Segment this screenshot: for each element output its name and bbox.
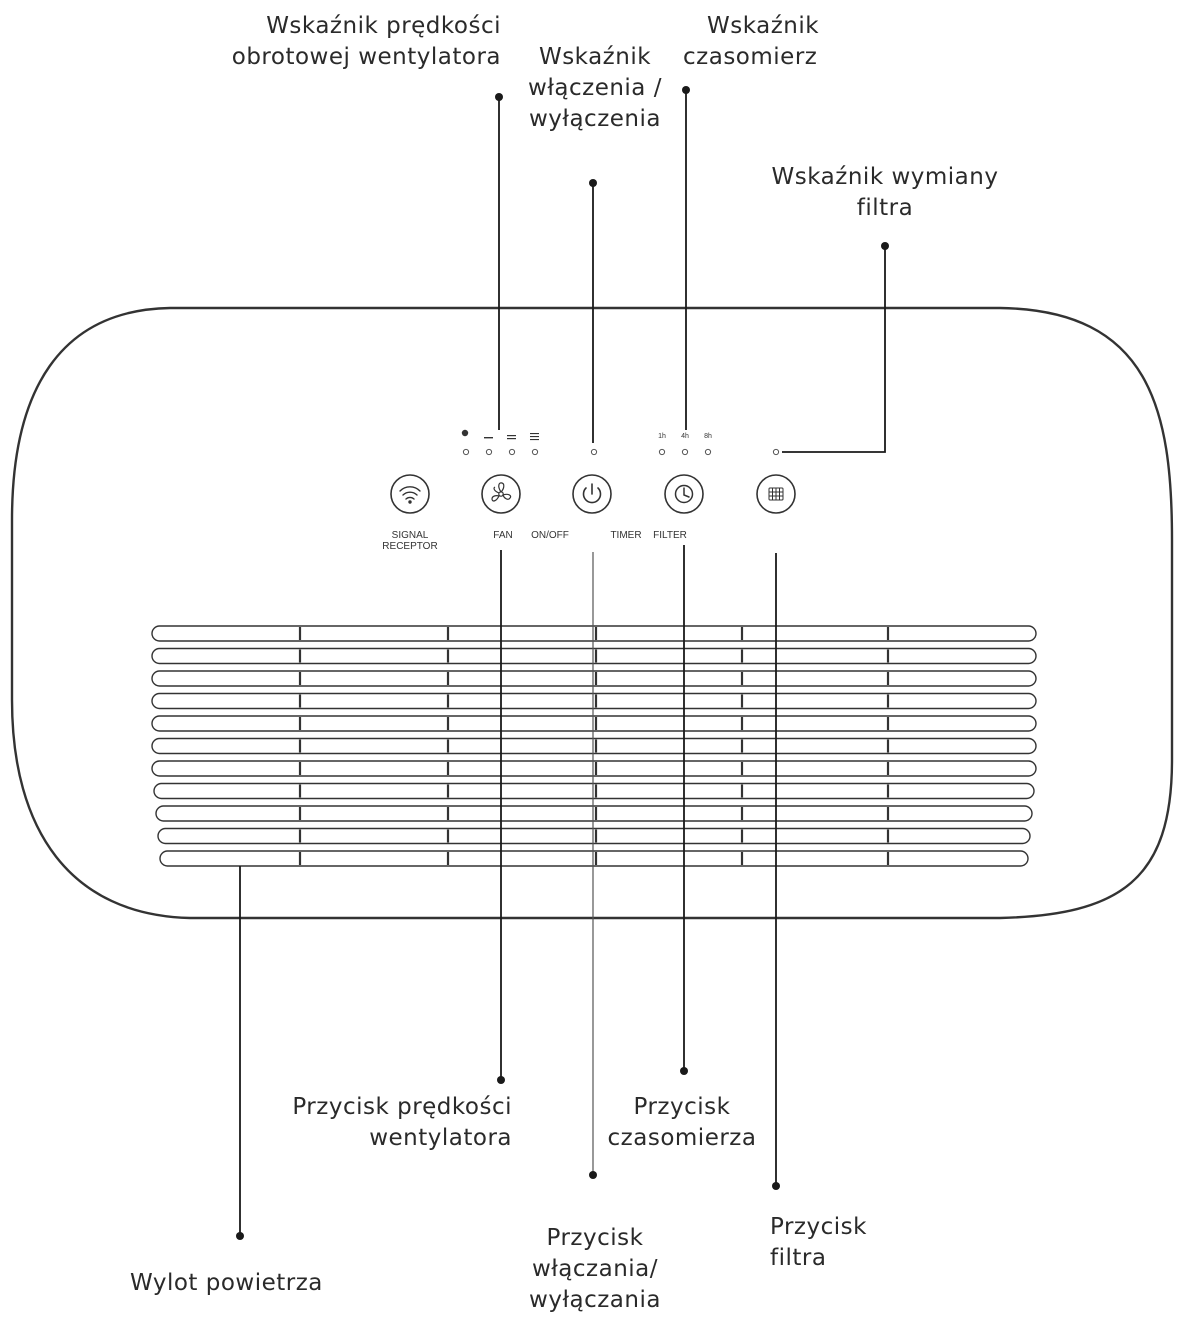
callout-line: wentylatora (369, 1125, 512, 1151)
callout-line: Przycisk (633, 1094, 731, 1120)
callout-fan-speed-button: Przycisk prędkości wentylatora (230, 1092, 512, 1154)
callout-line: Wskaźnik (538, 44, 652, 70)
timer-led-label-2: 4h (681, 433, 689, 440)
callout-line: czasomierz (683, 44, 818, 70)
callout-line: Przycisk prędkości (292, 1094, 512, 1120)
callout-line: Wskaźnik (707, 13, 820, 39)
callout-timer-button: Przycisk czasomierza (592, 1092, 772, 1154)
timer-leds (658, 448, 712, 456)
signal-receptor (390, 474, 430, 514)
callout-line: Wylot powietrza (130, 1270, 323, 1296)
grille-slat (151, 670, 1037, 687)
callout-line: obrotowej wentylatora (231, 44, 501, 70)
fan-label: FAN (493, 530, 512, 541)
grille-slat (153, 782, 1035, 800)
fan-led-auto (462, 448, 470, 456)
signal-label-line1: SIGNAL (392, 530, 429, 541)
callout-line: wyłączania (529, 1287, 661, 1313)
callout-power-indicator: Wskaźnik włączenia / wyłączenia (505, 42, 685, 135)
wifi-icon (399, 486, 421, 504)
callout-line: filtra (856, 195, 914, 221)
callout-timer-indicator: Wskaźnik czasomierz (683, 11, 863, 73)
signal-label-line2: RECEPTOR (382, 541, 437, 552)
grille-slat (151, 625, 1037, 642)
fan-led-1 (485, 448, 493, 456)
fan-button[interactable] (481, 474, 521, 514)
filter-icon (768, 487, 784, 501)
callout-filter-button: Przycisk filtra (770, 1212, 950, 1274)
leader-filter-indicator (782, 246, 886, 453)
timer-label: TIMER (610, 530, 641, 541)
speed-2-icon (507, 435, 516, 437)
speed-3-icon (530, 433, 539, 435)
callout-line: włączania/ (531, 1256, 659, 1282)
clock-icon (674, 484, 694, 504)
fan-speed-symbols (461, 429, 539, 441)
filter-button[interactable] (756, 474, 796, 514)
grille-slat (159, 850, 1029, 867)
device-body-outline (10, 306, 1174, 920)
onoff-label: ON/OFF (531, 530, 569, 541)
filter-led (772, 448, 780, 456)
fan-speed-leds (462, 448, 539, 456)
callout-line: Wskaźnik prędkości (266, 13, 501, 39)
grille-slat (151, 737, 1037, 755)
filter-label: FILTER (653, 530, 687, 541)
grille-slat (151, 715, 1037, 732)
grille-slat (157, 827, 1031, 845)
callout-air-outlet: Wylot powietrza (130, 1268, 390, 1299)
leader-lines (239, 90, 886, 1236)
timer-led-label-1: 1h (658, 433, 666, 440)
callout-line: Wskaźnik wymiany (771, 164, 999, 190)
callout-filter-indicator: Wskaźnik wymiany filtra (755, 162, 1015, 224)
grille-slat (151, 692, 1037, 710)
fan-icon (491, 482, 512, 502)
callout-line: wyłączenia (529, 106, 661, 132)
air-outlet-grille (151, 625, 1037, 867)
power-icon (582, 483, 602, 504)
grille-slat (155, 805, 1033, 822)
callout-line: włączenia / (528, 75, 662, 101)
grille-slat (151, 760, 1037, 777)
power-led (590, 448, 598, 456)
callout-line: czasomierza (607, 1125, 757, 1151)
fan-led-2 (508, 448, 516, 456)
speed-1-icon (484, 437, 493, 439)
fan-auto-icon (461, 429, 469, 437)
callout-power-button: Przycisk włączania/ wyłączania (505, 1223, 685, 1316)
callout-fan-speed-indicator: Wskaźnik prędkości obrotowej wentylatora (175, 11, 501, 73)
callout-line: filtra (770, 1245, 827, 1271)
timer-led-label-3: 8h (704, 433, 712, 440)
grille-slat (151, 647, 1037, 665)
timer-button[interactable] (664, 474, 704, 514)
power-button[interactable] (572, 474, 612, 514)
callout-line: Przycisk (770, 1214, 867, 1240)
fan-led-3 (531, 448, 539, 456)
leader-dots (236, 86, 889, 1240)
callout-line: Przycisk (546, 1225, 644, 1251)
